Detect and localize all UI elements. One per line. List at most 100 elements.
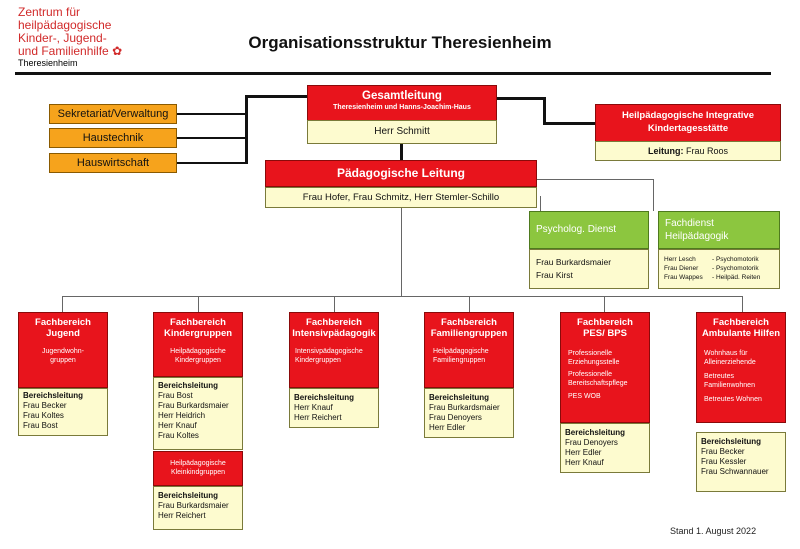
fachdienst-title-2: Heilpädagogik bbox=[665, 231, 729, 242]
connector bbox=[543, 122, 595, 125]
bereichsleitung-label: Bereichsleitung bbox=[294, 393, 355, 402]
person: Herr Edler bbox=[565, 448, 602, 457]
connector bbox=[742, 296, 743, 312]
logo-line-2: heilpädagogische bbox=[18, 18, 112, 32]
kita-leitung-name: Frau Roos bbox=[685, 146, 729, 156]
person: Frau Koltes bbox=[23, 411, 64, 420]
fachbereich-pes-bps-leitung: Bereichsleitung Frau Denoyers Herr Edler… bbox=[560, 423, 650, 473]
staff-unit-haustechnik: Haustechnik bbox=[49, 128, 177, 148]
person: Herr Knauf bbox=[158, 421, 197, 430]
connector bbox=[198, 296, 199, 312]
staff-unit-sekretariat: Sekretariat/Verwaltung bbox=[49, 104, 177, 124]
gesamtleitung-person: Herr Schmitt bbox=[307, 120, 497, 144]
person: Herr Reichert bbox=[294, 413, 342, 422]
person: Frau Koltes bbox=[158, 431, 199, 440]
fachbereich-jugend-leitung: Bereichsleitung Frau Becker Frau Koltes … bbox=[18, 388, 108, 436]
person: Frau Burkardsmaier bbox=[158, 401, 229, 410]
fachbereich-sub: Jugendwohn-gruppen bbox=[41, 348, 85, 364]
fachdienst-row: Herr Lesch- Psychomotorik bbox=[664, 256, 759, 263]
connector bbox=[604, 296, 605, 312]
person: Frau Denoyers bbox=[429, 413, 482, 422]
connector bbox=[653, 179, 654, 211]
fachbereich-familiengruppen-leitung: Bereichsleitung Frau Burkardsmaier Frau … bbox=[424, 388, 514, 438]
person: Frau Denoyers bbox=[565, 438, 618, 447]
connector bbox=[537, 179, 654, 180]
footer-date: Stand 1. August 2022 bbox=[670, 526, 757, 536]
person: Herr Knauf bbox=[565, 458, 604, 467]
kita-box: Heilpädagogische Integrative Kindertages… bbox=[595, 104, 781, 142]
connector bbox=[177, 113, 247, 115]
connector bbox=[469, 296, 470, 312]
staff-unit-hauswirtschaft: Hauswirtschaft bbox=[49, 153, 177, 173]
kita-leitung: Leitung: Frau Roos bbox=[595, 141, 781, 161]
fachbereich-kleinkind-leitung: Bereichsleitung Frau Burkardsmaier Herr … bbox=[153, 486, 243, 530]
psych-person: Frau Kirst bbox=[536, 270, 573, 280]
logo: Zentrum für heilpädagogische Kinder-, Ju… bbox=[18, 6, 122, 58]
connector bbox=[543, 97, 546, 124]
connector bbox=[245, 95, 248, 164]
bereichsleitung-label: Bereichsleitung bbox=[158, 381, 219, 390]
kita-title-2: Kindertagesstätte bbox=[647, 123, 729, 134]
person: Frau Kessler bbox=[701, 457, 747, 466]
person: Frau Burkardsmaier bbox=[429, 403, 500, 412]
fachdienst-persons: Herr Lesch- Psychomotorik Frau Diener- P… bbox=[658, 249, 780, 289]
person: Frau Schwannauer bbox=[701, 467, 769, 476]
bereichsleitung-label: Bereichsleitung bbox=[23, 391, 84, 400]
logo-line-4: und Familienhilfe ✿ bbox=[18, 44, 123, 58]
person: Frau Bost bbox=[158, 391, 193, 400]
gesamtleitung-title: Gesamtleitung bbox=[362, 90, 442, 102]
person: Frau Becker bbox=[701, 447, 745, 456]
fachbereich-ambulante-hilfen-leitung: Bereichsleitung Frau Becker Frau Kessler… bbox=[696, 432, 786, 492]
fachdienst-row: Frau Diener- Psychomotorik bbox=[664, 265, 759, 272]
psych-dienst-title: Psycholog. Dienst bbox=[529, 211, 649, 249]
logo-line-1: Zentrum für bbox=[18, 5, 81, 19]
paed-leitung-persons: Frau Hofer, Frau Schmitz, Herr Stemler-S… bbox=[265, 187, 537, 208]
person: Frau Bost bbox=[23, 421, 58, 430]
logo-line-3: Kinder-, Jugend- bbox=[18, 31, 107, 45]
fachbereich-intensivpaedagogik-leitung: Bereichsleitung Herr Knauf Herr Reichert bbox=[289, 388, 379, 428]
fachdienst-row: Frau Wappes- Heilpäd. Reiten bbox=[664, 274, 761, 281]
bereichsleitung-label: Bereichsleitung bbox=[701, 437, 762, 446]
kita-leitung-label: Leitung: bbox=[647, 146, 684, 156]
gesamtleitung-subtitle: Theresienheim und Hanns-Joachim-Haus bbox=[333, 104, 471, 111]
gesamtleitung-box: Gesamtleitung Theresienheim und Hanns-Jo… bbox=[307, 85, 497, 121]
fachdienst-title: Fachdienst Heilpädagogik bbox=[658, 211, 780, 249]
bereichsleitung-label: Bereichsleitung bbox=[429, 393, 490, 402]
connector bbox=[497, 97, 545, 100]
person: Frau Becker bbox=[23, 401, 67, 410]
header-divider bbox=[15, 72, 771, 75]
connector bbox=[177, 162, 247, 164]
person: Herr Reichert bbox=[158, 511, 206, 520]
psych-dienst-persons: Frau Burkardsmaier Frau Kirst bbox=[529, 249, 649, 289]
person: Herr Heidrich bbox=[158, 411, 206, 420]
connector bbox=[401, 208, 402, 296]
person: Herr Knauf bbox=[294, 403, 333, 412]
fachbereich-kindergruppen-leitung: Bereichsleitung Frau Bost Frau Burkardsm… bbox=[153, 377, 243, 450]
page-title: Organisationsstruktur Theresienheim bbox=[248, 33, 552, 52]
bereichsleitung-label: Bereichsleitung bbox=[158, 491, 219, 500]
psych-person: Frau Burkardsmaier bbox=[536, 257, 612, 267]
paed-leitung-title: Pädagogische Leitung bbox=[265, 160, 537, 187]
person: Herr Edler bbox=[429, 423, 466, 432]
connector bbox=[62, 296, 63, 312]
connector bbox=[334, 296, 335, 312]
connector bbox=[540, 196, 541, 211]
connector bbox=[177, 137, 247, 139]
logo-mark-icon: ✿ bbox=[112, 44, 123, 58]
